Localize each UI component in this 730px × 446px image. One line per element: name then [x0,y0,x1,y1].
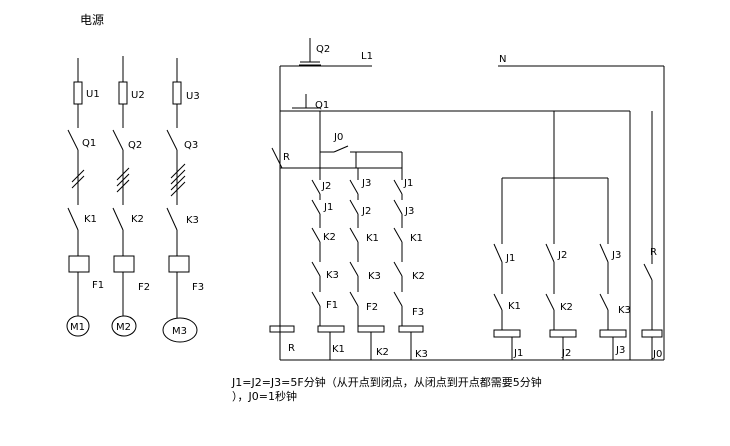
j0-contact: J0 [318,111,403,169]
k-contact-label: K2 [560,302,573,313]
timer-contact-label: J3 [611,250,621,261]
overload-symbol [168,255,190,273]
breaker-blade [67,129,79,151]
c2-label: J1 [323,202,333,213]
overload-symbol [68,255,90,273]
contactor-blade [67,207,79,231]
contactor-label: K1 [84,214,97,225]
c1-label: J1 [403,178,413,189]
contactor-blade [166,207,178,231]
control-switch-q1: Q1 [279,66,630,360]
motor-label: M1 [70,322,85,333]
relay-coil-label: R [288,343,295,354]
c5-label: F2 [366,302,378,313]
breaker-label: Q3 [184,140,198,151]
motor-branch-1: U1 Q1 K1 F1 M1 [66,58,104,337]
fuse-label: U3 [186,91,200,102]
c4-label: K2 [412,271,425,282]
motor-symbol [66,315,90,337]
c2-label: J2 [361,206,371,217]
c3-label: K1 [366,233,379,244]
r-contact-right-label: R [650,247,657,258]
j0-label: J0 [333,132,343,143]
c3-label: K1 [410,233,423,244]
c2-label: J3 [404,206,414,217]
overload-label: F2 [138,282,150,293]
q2-label: Q2 [316,44,330,55]
motor-symbol [111,315,137,337]
motor-label: M2 [116,322,131,333]
timer-contact-label: J2 [557,250,567,261]
contactor-label: K3 [186,215,199,226]
overload-symbol [113,255,135,273]
timer-coil-label: J3 [615,345,625,356]
note-line-1: J1=J2=J3=5F分钟（从开点到闭点，从闭点到开点都需要5分钟 [231,375,542,389]
coil-column-1: J2 J1 K2 K3 F1 K1 [311,168,345,360]
breaker-blade [166,129,178,151]
q1-label: Q1 [315,100,329,111]
coil-label: K3 [415,349,428,360]
breaker-label: Q1 [82,138,96,149]
coil-label: K2 [376,347,389,358]
timer-column-3: J3 K3 J3 [599,243,631,360]
timer-column-1: J1 K1 J1 [493,243,523,360]
k-contact-label: K3 [618,305,631,316]
timer-coil-label: J1 [513,348,523,359]
r-contact-label: R [283,152,290,163]
r-contact-left: R [271,147,318,169]
fuse-symbol [73,81,83,105]
k-contact-label: K1 [508,301,521,312]
fuse-label: U1 [86,89,100,100]
j0-coil-label: J0 [652,349,662,360]
motor-symbol [162,317,198,343]
coil-label: K1 [332,344,345,355]
timer-coil-label: J2 [561,348,571,359]
motor-label: M3 [172,326,187,337]
breaker-blade [112,129,124,151]
fuse-symbol [172,81,182,105]
r-contact-right: R J0 [641,111,663,360]
coil-column-2: J3 J2 K1 K3 F2 K2 [349,168,389,360]
motor-branch-2: U2 Q2 K2 F2 M2 [111,56,150,337]
power-title: 电源 [80,13,104,27]
timer-column-2: J2 K2 J2 [545,243,577,360]
c5-label: F1 [326,300,338,311]
main-switch-q2: Q2 L1 [280,38,373,67]
c5-label: F3 [412,307,424,318]
overload-label: F1 [92,280,104,291]
coil-column-3: J1 J3 K1 K2 F3 K3 [393,168,428,360]
l1-label: L1 [361,51,373,62]
fuse-symbol [118,81,128,105]
contactor-label: K2 [131,214,144,225]
relay-coil-r: R [269,325,295,354]
neutral-line: N [498,54,665,360]
contactor-blade [112,207,124,231]
c1-label: J3 [361,178,371,189]
note-line-2: ），J0=1秒钟 [232,389,297,403]
timer-contact-label: J1 [505,253,515,264]
timer-feed [501,111,609,244]
c4-label: K3 [368,271,381,282]
n-label: N [499,54,506,65]
fuse-label: U2 [131,90,145,101]
c3-label: K2 [323,232,336,243]
motor-branch-3: U3 Q3 K3 F3 M3 [162,58,204,343]
overload-label: F3 [192,282,204,293]
breaker-label: Q2 [128,140,142,151]
c1-label: J2 [321,181,331,192]
c4-label: K3 [326,270,339,281]
